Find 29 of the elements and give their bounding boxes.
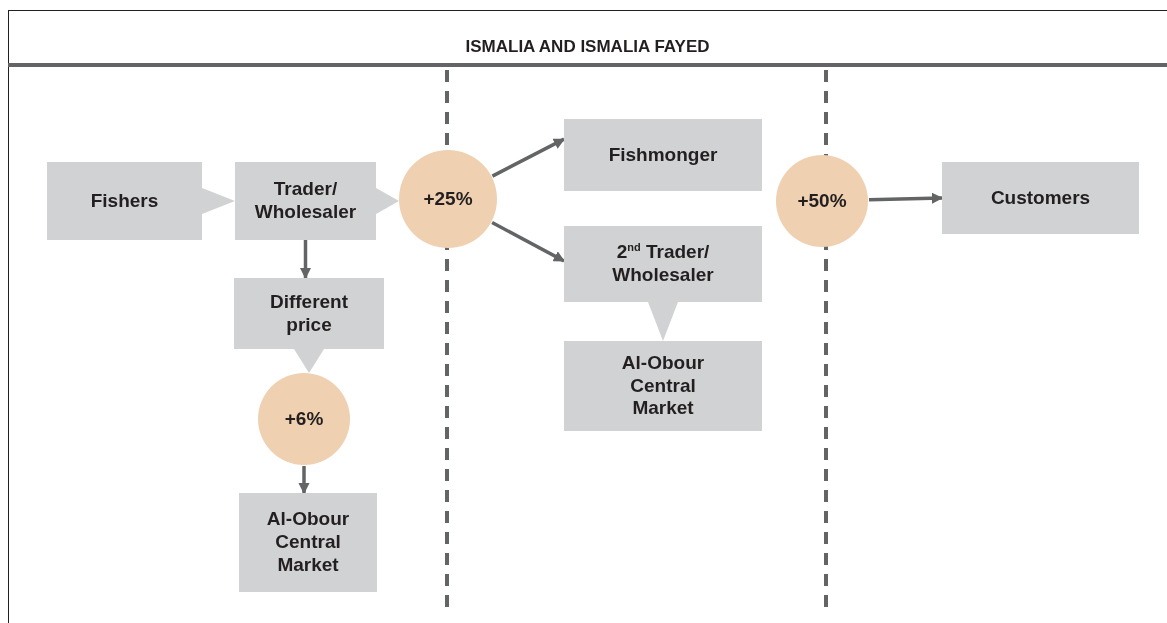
process-box bbox=[239, 493, 377, 592]
arrow bbox=[299, 240, 312, 280]
process-box bbox=[235, 162, 376, 240]
process-box bbox=[564, 341, 762, 431]
arrow bbox=[491, 221, 565, 263]
pointer-arrow bbox=[376, 188, 399, 214]
node-label: 2$^{nd}$ Trader/ Wholesaler bbox=[611, 241, 715, 287]
node-label: Customers bbox=[989, 186, 1092, 210]
node-label: +50% bbox=[796, 189, 848, 213]
node-label: +6% bbox=[283, 407, 325, 431]
node-label: Different price bbox=[268, 290, 350, 337]
process-box bbox=[234, 278, 384, 349]
process-box bbox=[564, 226, 762, 302]
process-box bbox=[47, 162, 202, 240]
arrow bbox=[491, 137, 565, 178]
pointer-arrow bbox=[294, 349, 324, 373]
process-box bbox=[942, 162, 1139, 234]
process-box bbox=[564, 119, 762, 191]
node-label: Trader/ Wholesaler bbox=[253, 178, 358, 224]
node-label: Fishmonger bbox=[607, 143, 719, 167]
arrow bbox=[298, 466, 310, 495]
arrow bbox=[868, 192, 944, 204]
pointer-arrow bbox=[648, 302, 678, 341]
node-label: +25% bbox=[422, 187, 474, 211]
node-label: Al-Obour Central Market bbox=[265, 508, 351, 577]
title: ISMALIA AND ISMALIA FAYED bbox=[465, 37, 710, 57]
node-label: Fishers bbox=[89, 189, 160, 213]
node-label: Al-Obour Central Market bbox=[620, 351, 706, 421]
pointer-arrow bbox=[202, 188, 235, 214]
